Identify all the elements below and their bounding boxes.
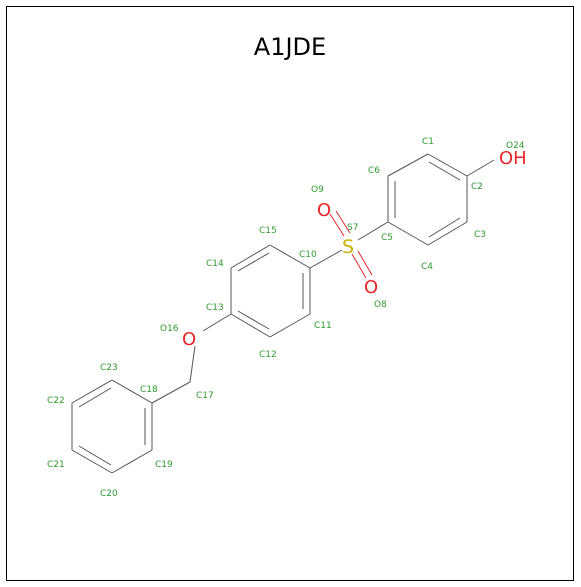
atom-label-c13: C13 bbox=[206, 303, 224, 313]
atom-label-c3: C3 bbox=[474, 230, 486, 240]
bond-s7-c10 bbox=[309, 249, 343, 269]
bond-c20-c21 bbox=[71, 449, 113, 474]
atom-label-o24: O24 bbox=[506, 141, 525, 151]
hydroxyl-o24-symbol: OH bbox=[499, 148, 527, 169]
atom-label-c23: C23 bbox=[100, 363, 118, 373]
atom-label-o16: O16 bbox=[160, 324, 179, 334]
ring-c-bonds bbox=[71, 379, 153, 474]
bond-c23-c18 bbox=[111, 379, 153, 404]
bond-c12-c13-inner bbox=[237, 310, 270, 330]
atom-label-c6: C6 bbox=[368, 166, 380, 176]
molecule-frame: A1JDE bbox=[6, 6, 574, 581]
bond-s7-o9 bbox=[329, 210, 351, 237]
bond-c1-c2 bbox=[427, 153, 468, 177]
bond-c20-c21-inner bbox=[78, 445, 112, 466]
atom-label-c5: C5 bbox=[381, 233, 393, 243]
atom-label-o9: O9 bbox=[311, 185, 324, 195]
bond-c12-c13 bbox=[230, 313, 271, 338]
bond-c5-s7 bbox=[357, 221, 389, 241]
bond-c2-o24 bbox=[466, 159, 495, 177]
ring-b-bonds bbox=[230, 244, 311, 338]
oxygen-o8-symbol: O bbox=[364, 277, 378, 298]
bond-c22-c23 bbox=[71, 379, 113, 404]
atom-label-c1: C1 bbox=[422, 137, 434, 147]
bond-c15-c10 bbox=[269, 244, 311, 269]
atom-label-s7: S7 bbox=[347, 223, 358, 233]
bond-c19-c20 bbox=[111, 449, 153, 474]
oxygen-o16-symbol: O bbox=[182, 329, 196, 350]
bond-c14-c15 bbox=[230, 244, 271, 269]
atom-label-c22: C22 bbox=[47, 396, 65, 406]
bond-c17-c18 bbox=[151, 381, 191, 404]
oxygen-o9-symbol: O bbox=[317, 200, 331, 221]
atom-label-c18: C18 bbox=[140, 385, 158, 395]
sulfur-symbol: S bbox=[342, 236, 354, 258]
bond-o16-c17 bbox=[189, 345, 196, 383]
bond-c1-c2-inner bbox=[428, 161, 461, 181]
atom-label-c14: C14 bbox=[206, 259, 224, 269]
bond-c13-o16 bbox=[202, 313, 232, 332]
bond-c6-c1 bbox=[387, 153, 429, 177]
atom-label-c10: C10 bbox=[299, 250, 317, 260]
bond-c11-c12 bbox=[269, 313, 311, 338]
bond-c22-c23-inner bbox=[78, 387, 112, 408]
atom-label-c20: C20 bbox=[100, 489, 118, 499]
bond-c4-c5 bbox=[387, 221, 429, 246]
atom-label-c21: C21 bbox=[47, 460, 65, 470]
atom-label-c19: C19 bbox=[155, 460, 173, 470]
atom-label-c15: C15 bbox=[259, 226, 277, 236]
bond-c14-c15-inner bbox=[237, 252, 270, 272]
ring-a-bonds bbox=[387, 153, 468, 246]
atom-label-c17: C17 bbox=[196, 391, 214, 401]
bond-c3-c4 bbox=[427, 221, 468, 246]
atom-label-c11: C11 bbox=[314, 321, 332, 331]
bond-c3-c4-inner bbox=[428, 217, 461, 238]
molecule-title: A1JDE bbox=[253, 33, 327, 61]
atom-label-c2: C2 bbox=[471, 182, 483, 192]
atom-label-c4: C4 bbox=[421, 262, 433, 272]
atom-label-o8: O8 bbox=[374, 300, 387, 310]
bond-s7-o8 bbox=[351, 250, 373, 279]
atom-label-c12: C12 bbox=[259, 350, 277, 360]
